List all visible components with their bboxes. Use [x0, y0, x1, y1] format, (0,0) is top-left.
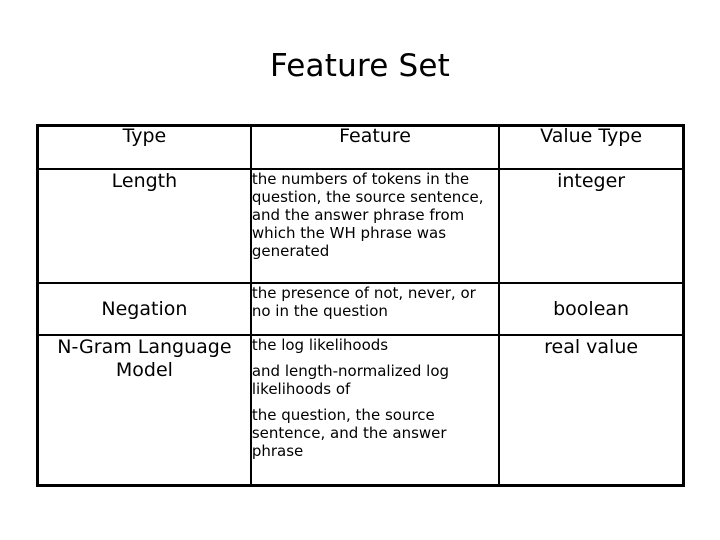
page-title: Feature Set: [269, 48, 451, 84]
column-header-type: Type: [36, 124, 252, 170]
cell-value-type: integer: [498, 168, 685, 284]
cell-feature: the numbers of tokens in the question, t…: [249, 168, 501, 284]
table-row: Length the numbers of tokens in the ques…: [36, 168, 685, 284]
feature-set-table: Type Feature Value Type Length the numbe…: [36, 124, 685, 487]
table-header-row: Type Feature Value Type: [36, 124, 685, 170]
cell-type: Negation: [36, 282, 252, 336]
column-header-value-type: Value Type: [498, 124, 685, 170]
table-row: N-Gram Language Model the log likelihood…: [36, 334, 685, 487]
cell-type: Length: [36, 168, 252, 284]
cell-value-type: boolean: [498, 282, 685, 336]
cell-type: N-Gram Language Model: [36, 334, 252, 487]
cell-feature: the presence of not, never, or no in the…: [249, 282, 501, 336]
table-row: Negation the presence of not, never, or …: [36, 282, 685, 336]
cell-value-type: real value: [498, 334, 685, 487]
column-header-feature: Feature: [249, 124, 501, 170]
